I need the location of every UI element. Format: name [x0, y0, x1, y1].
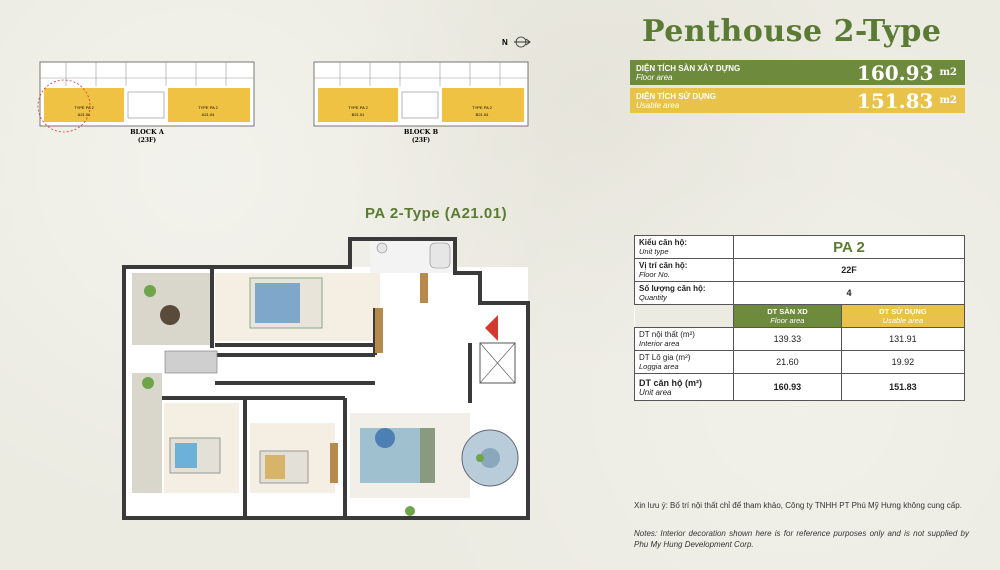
col-usable-area-header: DT SỬ DỤNG Usable area — [840, 304, 966, 328]
spec-label: Số lượng căn hộ: Quantity — [634, 281, 734, 305]
quantity-label-en: Quantity — [639, 293, 667, 302]
loggia-usable-value: 19.92 — [840, 350, 966, 374]
spec-table: Kiểu căn hộ: Unit type PA 2 Vị trí căn h… — [634, 235, 966, 401]
spec-row-loggia: DT Lô gia (m²) Loggia area 21.60 19.92 — [634, 350, 966, 374]
selected-unit-marker — [37, 79, 91, 133]
unit-highlight-b21-01 — [318, 88, 398, 122]
kp-b-unit-label-3: TYPE PA 2 — [472, 105, 492, 110]
plant-icon — [142, 377, 154, 389]
spec-label: Kiểu căn hộ: Unit type — [634, 235, 734, 259]
spec-row-quantity: Số lượng căn hộ: Quantity 4 — [634, 281, 965, 305]
block-a-floors: (23F) — [138, 137, 156, 144]
usable-area-unit: m2 — [939, 95, 957, 106]
usable-area-label-vi: DIỆN TÍCH SỬ DỤNG — [636, 91, 716, 101]
usable-area-bar: DIỆN TÍCH SỬ DỤNG Usable area 151.83 m2 — [630, 88, 965, 113]
floor-no-label-vi: Vị trí căn hộ: — [639, 261, 688, 270]
interior-usable-value: 131.91 — [840, 327, 966, 351]
bed-2-cover — [175, 443, 197, 468]
kp-b-unit-label-4: B21.04 — [476, 112, 489, 117]
key-plan-block-b: TYPE PA 2 B21.01 TYPE PA 2 B21.04 BLOCK … — [313, 61, 529, 144]
floor-area-label: DIỆN TÍCH SÀN XÂY DỰNG Floor area — [636, 64, 857, 82]
spec-row-interior: DT nội thất (m²) Interior area 139.33 13… — [634, 327, 966, 351]
unit-type-label-en: Unit type — [639, 247, 669, 256]
floor-no-label-en: Floor No. — [639, 270, 670, 279]
spec-label: DT căn hộ (m²) Unit area — [634, 373, 734, 401]
block-a-label: BLOCK A — [130, 128, 165, 136]
note-en: Notes: Interior decoration shown here is… — [634, 529, 969, 549]
spec-label: Vị trí căn hộ: Floor No. — [634, 258, 734, 282]
unit-type-value: PA 2 — [733, 235, 965, 259]
block-b-floors: (23F) — [412, 137, 430, 144]
spec-label: DT nội thất (m²) Interior area — [634, 327, 734, 351]
kp-b-unit-label-2: B21.01 — [352, 112, 365, 117]
usable-area-value: 151.83 — [856, 88, 934, 113]
plant-icon — [144, 285, 156, 297]
master-bed-cover — [255, 283, 300, 323]
toilet — [376, 242, 388, 254]
quantity-value: 4 — [733, 281, 965, 305]
bathtub — [429, 242, 451, 269]
interior-floor-value: 139.33 — [733, 327, 842, 351]
floor-area-label-vi: DIỆN TÍCH SÀN XÂY DỰNG — [636, 63, 741, 73]
kp-a-unit-label-2: A21.01 — [78, 112, 91, 117]
north-label: N — [502, 38, 508, 47]
col-floor-en: Floor area — [770, 316, 805, 325]
floor-plan-drawing — [122, 237, 530, 520]
kitchen-counter — [164, 350, 218, 374]
key-plan-block-a: TYPE PA 2 A21.01 TYPE PA 2 A21.04 BLOCK … — [37, 61, 255, 144]
north-arrow-icon: N — [502, 36, 531, 48]
block-b-label: BLOCK B — [404, 128, 439, 136]
loggia-floor-value: 21.60 — [733, 350, 842, 374]
col-usable-en: Usable area — [882, 316, 924, 325]
floor-area-bar: DIỆN TÍCH SÀN XÂY DỰNG Floor area 160.93… — [630, 60, 965, 85]
floor-area-unit: m2 — [939, 67, 957, 78]
usable-area-label-en: Usable area — [636, 100, 680, 110]
col-floor-area-header: DT SÀN XD Floor area — [733, 304, 842, 328]
plan-title: PA 2-Type (A21.01) — [365, 205, 508, 222]
unit-area-floor-value: 160.93 — [733, 373, 842, 401]
loggia-table — [160, 305, 180, 325]
loggia-label-en: Loggia area — [639, 362, 679, 371]
page-title: Penthouse 2-Type — [642, 14, 942, 49]
spec-header-row: DT SÀN XD Floor area DT SỬ DỤNG Usable a… — [634, 304, 966, 328]
unit-area-label-vi: DT căn hộ (m²) — [639, 377, 702, 388]
plant-icon — [405, 506, 415, 516]
bed-3-cover — [265, 455, 285, 479]
entrance-arrow-icon — [485, 315, 498, 341]
kp-a-unit-label-1: TYPE PA 2 — [74, 105, 94, 110]
quantity-label-vi: Số lượng căn hộ: — [639, 284, 706, 293]
loggia-2 — [132, 373, 162, 493]
loggia-label-vi: DT Lô gia (m²) — [639, 353, 691, 362]
kp-a-unit-label-4: A21.04 — [202, 112, 215, 117]
unit-area-label-en: Unit area — [639, 387, 672, 397]
armchair — [375, 428, 395, 448]
col-usable-vi: DT SỬ DỤNG — [879, 307, 927, 316]
unit-highlight-a21-01 — [44, 88, 124, 122]
unit-area-usable-value: 151.83 — [840, 373, 966, 401]
spec-row-unit-type: Kiểu căn hộ: Unit type PA 2 — [634, 235, 965, 259]
usable-area-label: DIỆN TÍCH SỬ DỤNG Usable area — [636, 92, 857, 110]
floor-area-label-en: Floor area — [636, 72, 673, 82]
spec-row-unit-area: DT căn hộ (m²) Unit area 160.93 151.83 — [634, 373, 966, 401]
col-floor-vi: DT SÀN XD — [767, 307, 808, 316]
unit-highlight-a21-04 — [168, 88, 250, 122]
unit-highlight-b21-04 — [442, 88, 524, 122]
unit-type-label-vi: Kiểu căn hộ: — [639, 238, 688, 247]
floor-no-value: 22F — [733, 258, 965, 282]
plant-icon — [476, 454, 484, 462]
interior-label-vi: DT nội thất (m²) — [639, 330, 695, 339]
kp-a-unit-label-3: TYPE PA 2 — [198, 105, 218, 110]
spec-label: DT Lô gia (m²) Loggia area — [634, 350, 734, 374]
note-vi: Xin lưu ý: Bố trí nội thất chỉ để tham k… — [634, 501, 962, 510]
spec-row-floor: Vị trí căn hộ: Floor No. 22F — [634, 258, 965, 282]
floor-area-value: 160.93 — [856, 60, 934, 85]
kp-b-unit-label-1: TYPE PA 2 — [348, 105, 368, 110]
spec-header-empty — [634, 304, 734, 328]
sofa — [420, 428, 435, 483]
interior-label-en: Interior area — [639, 339, 680, 348]
